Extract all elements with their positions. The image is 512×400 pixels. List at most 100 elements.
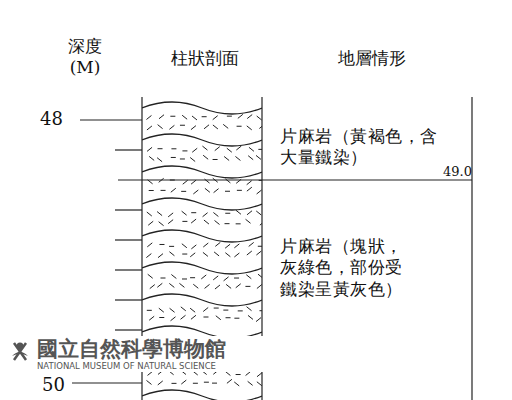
schist-stroke xyxy=(169,125,174,129)
schist-stroke xyxy=(215,242,220,246)
schist-stroke xyxy=(149,316,154,320)
schist-stroke xyxy=(191,315,196,319)
schist-stroke xyxy=(147,212,152,216)
schist-stroke xyxy=(171,317,176,321)
schist-stroke xyxy=(191,245,196,249)
schist-stroke xyxy=(204,125,209,129)
schist-stroke xyxy=(181,307,186,311)
schist-stroke xyxy=(159,115,164,119)
schist-stroke xyxy=(148,221,153,225)
schist-stroke xyxy=(193,284,198,288)
schist-stroke xyxy=(171,275,176,279)
schist-stroke xyxy=(180,125,185,126)
schist-stroke xyxy=(171,188,176,192)
schist-stroke xyxy=(171,157,176,158)
schist-stroke xyxy=(203,155,208,159)
schist-stroke xyxy=(258,246,262,247)
stratum-text: 片麻岩（塊狀，灰綠色，部份受鐵染呈黃灰色） xyxy=(280,236,406,300)
schist-stroke xyxy=(257,116,262,120)
schist-stroke xyxy=(245,286,250,287)
schist-stroke xyxy=(182,211,187,215)
schist-stroke xyxy=(257,190,262,194)
schist-stroke xyxy=(190,253,195,257)
schist-stroke xyxy=(203,252,208,256)
schist-stroke xyxy=(190,308,195,312)
schist-stroke xyxy=(257,373,262,377)
schist-stroke xyxy=(192,148,197,152)
schist-stroke xyxy=(168,220,173,224)
schist-stroke xyxy=(181,191,186,192)
schist-stroke xyxy=(169,246,174,247)
schist-stroke xyxy=(256,251,261,255)
schist-stroke xyxy=(236,223,241,224)
schist-stroke xyxy=(246,275,251,279)
column-header: 柱狀剖面 xyxy=(160,48,250,69)
schist-stroke xyxy=(234,244,239,248)
schist-stroke xyxy=(158,381,163,385)
schist-stroke xyxy=(158,254,163,258)
schist-stroke xyxy=(247,211,252,215)
schist-stroke xyxy=(146,115,151,119)
schist-wave xyxy=(142,102,262,114)
schist-stroke xyxy=(202,146,207,150)
schist-stroke xyxy=(161,190,166,191)
schist-wave xyxy=(142,294,262,306)
schist-stroke xyxy=(234,382,239,386)
schist-stroke xyxy=(213,276,218,280)
schist-stroke xyxy=(159,222,164,226)
schist-stroke xyxy=(247,187,252,191)
schist-stroke xyxy=(215,285,220,289)
schist-stroke xyxy=(256,318,261,322)
column-header: 深度 (M) xyxy=(64,36,106,79)
schist-stroke xyxy=(203,307,208,311)
schist-stroke xyxy=(205,284,210,288)
schist-stroke xyxy=(212,383,217,384)
schist-stroke xyxy=(246,219,251,223)
schist-stroke xyxy=(224,277,229,281)
schist-stroke xyxy=(213,116,218,120)
schist-stroke xyxy=(227,116,232,117)
schist-stroke xyxy=(146,380,151,384)
schist-stroke xyxy=(147,243,152,247)
schist-stroke xyxy=(226,284,231,288)
schist-wave xyxy=(142,198,262,210)
schist-stroke xyxy=(159,308,164,312)
schist-stroke xyxy=(182,115,187,119)
schist-stroke xyxy=(149,190,154,191)
watermark: 國立自然科學博物館 xyxy=(37,336,267,362)
schist-stroke xyxy=(170,308,175,312)
schist-stroke xyxy=(225,223,230,224)
schist-stroke xyxy=(223,124,228,128)
schist-stroke xyxy=(248,381,253,385)
schist-stroke xyxy=(249,242,254,246)
schist-stroke xyxy=(147,147,152,151)
schist-stroke xyxy=(169,252,174,256)
schist-stroke xyxy=(157,158,162,162)
schist-stroke xyxy=(182,150,187,151)
schist-stroke xyxy=(192,116,197,120)
schist-stroke xyxy=(213,159,218,160)
schist-stroke xyxy=(238,114,243,118)
schist-stroke xyxy=(224,156,229,160)
schist-stroke xyxy=(157,283,162,287)
schist-stroke xyxy=(238,310,243,311)
schist-stroke xyxy=(234,253,239,257)
schist-stroke xyxy=(236,210,241,214)
schist-stroke xyxy=(213,125,218,129)
watermark: NATIONAL MUSEUM OF NATURAL SCIENCE xyxy=(37,361,267,372)
museum-logo xyxy=(12,343,28,361)
schist-stroke xyxy=(149,156,154,160)
schist-stroke xyxy=(256,155,261,159)
schist-stroke xyxy=(159,244,164,245)
schist-stroke xyxy=(158,125,163,129)
schist-stroke xyxy=(183,180,188,184)
schist-stroke xyxy=(256,211,261,215)
schist-stroke xyxy=(225,213,230,214)
schist-stroke xyxy=(247,251,252,255)
schist-wave xyxy=(142,390,262,400)
schist-stroke xyxy=(225,191,230,192)
schist-stroke xyxy=(257,284,262,288)
schist-stroke xyxy=(203,213,208,217)
schist-stroke xyxy=(235,156,240,160)
